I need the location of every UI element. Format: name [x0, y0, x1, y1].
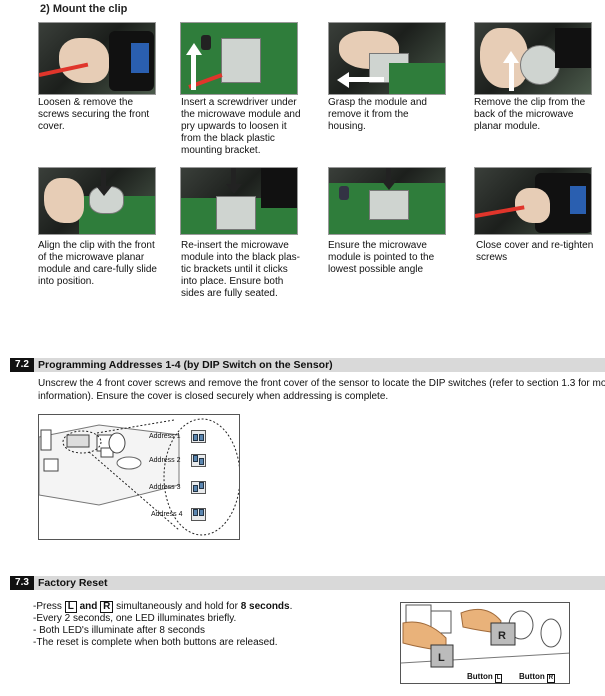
hands-pressing-buttons-sketch: L R	[401, 604, 569, 668]
mount-clip-heading: 2) Mount the clip	[40, 3, 128, 15]
factory-reset-instructions: -Press L and R simultaneously and hold f…	[33, 601, 292, 649]
step-2-caption: Insert a screwdriver under the microwave…	[181, 97, 301, 156]
step-6-photo	[180, 167, 298, 235]
address-1-label: Address 1	[149, 433, 181, 440]
svg-text:R: R	[498, 630, 506, 642]
section-title: Programming Addresses 1-4 (by DIP Switch…	[38, 359, 333, 371]
dip-switch-address-3	[191, 481, 206, 494]
step-7-caption: Ensure the microwave module is pointed t…	[328, 240, 435, 275]
reset-line-2: -Every 2 seconds, one LED illuminates br…	[33, 613, 237, 624]
reset-line-3: - Both LED's illuminate after 8 seconds	[33, 625, 205, 636]
step-5-photo	[38, 167, 156, 235]
step-4-caption: Remove the clip from the back of the mic…	[474, 97, 586, 132]
section-number: 7.2	[10, 358, 34, 372]
section-title: Factory Reset	[38, 577, 108, 589]
step-1-caption: Loosen & remove the screws securing the …	[38, 97, 150, 132]
key-l-icon: L	[494, 674, 503, 683]
dip-switch-address-1	[191, 430, 206, 443]
step-6-caption: Re-insert the microwave module into the …	[181, 240, 300, 299]
step-1-photo	[38, 22, 156, 95]
step-3-photo	[328, 22, 446, 95]
key-r-icon: R	[100, 601, 114, 613]
section-7-2-header: 7.2 Programming Addresses 1-4 (by DIP Sw…	[10, 358, 605, 372]
section-7-3-header: 7.3 Factory Reset	[10, 576, 605, 590]
step-5-caption: Align the clip with the front of the mic…	[38, 240, 157, 287]
section-number: 7.3	[10, 576, 34, 590]
step-2-photo	[180, 22, 298, 95]
step-3-caption: Grasp the module and remove it from the …	[328, 97, 427, 132]
address-2-label: Address 2	[149, 457, 181, 464]
address-4-label: Address 4	[151, 511, 183, 518]
step-4-photo	[474, 22, 592, 95]
section-7-2-body-line-2: information). Ensure the cover is closed…	[38, 391, 389, 402]
step-7-photo	[328, 167, 446, 235]
sensor-board-sketch	[39, 418, 239, 536]
address-3-label: Address 3	[149, 484, 181, 491]
svg-text:L: L	[438, 652, 445, 664]
dip-switch-address-2	[191, 454, 206, 467]
step-8-photo	[474, 167, 592, 235]
key-l-icon: L	[64, 601, 77, 613]
step-8-caption: Close cover and re-tighten screws	[476, 240, 594, 263]
section-7-2-body-line-1: Unscrew the 4 front cover screws and rem…	[38, 378, 605, 389]
reset-line-4: -The reset is complete when both buttons…	[33, 637, 278, 648]
key-r-icon: R	[546, 674, 556, 683]
dip-switch-address-4	[191, 508, 206, 521]
reset-line-1: -Press L and R simultaneously and hold f…	[33, 601, 293, 613]
dip-switch-diagram: Address 1 Address 2 Address 3 Address 4	[38, 414, 240, 540]
